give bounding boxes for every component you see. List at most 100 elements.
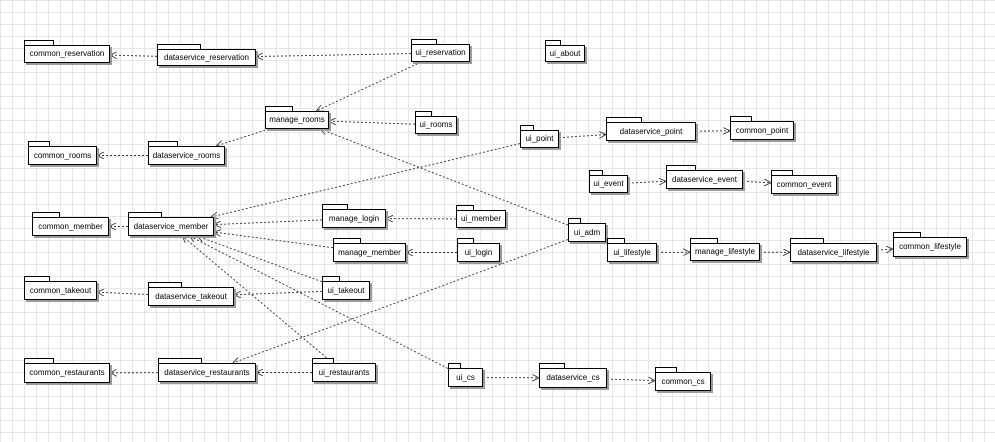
package-tab [322,276,340,282]
package-tab [148,141,178,147]
package-ui-restaurants[interactable]: ui_restaurants [312,358,376,382]
package-common-point[interactable]: common_point [730,116,794,140]
package-label: ui_adm [568,223,606,242]
package-dataservice-reservation[interactable]: dataservice_reservation [157,44,256,66]
package-tab [24,358,54,364]
dependency-manage-member-to-dataservice-member [214,232,334,249]
package-tab [545,40,561,46]
dependency-ui-point-to-dataservice-member [211,143,521,217]
package-ui-cs[interactable]: ui_cs [448,363,483,387]
package-label: ui_lifestyle [607,243,657,262]
package-label: common_takeout [24,281,97,300]
package-manage-rooms[interactable]: manage_rooms [265,106,329,129]
package-tab [690,238,718,244]
package-tab [655,367,677,373]
package-label: manage_member [333,243,406,262]
package-common-restaurants[interactable]: common_restaurants [24,358,110,383]
package-manage-login[interactable]: manage_login [322,204,386,228]
package-tab [24,40,54,46]
dependency-manage-rooms-to-dataservice-rooms [216,128,270,146]
package-tab [24,276,50,282]
package-dataservice-member[interactable]: dataservice_member [128,212,214,236]
package-label: dataservice_rooms [148,146,225,165]
package-tab [148,282,182,288]
package-label: manage_login [322,209,386,228]
package-label: ui_rooms [415,116,457,134]
package-tab [312,358,334,364]
dependency-ui-takeout-to-dataservice-member [197,236,323,283]
package-tab [28,141,50,147]
package-tab [666,165,696,171]
dependency-dataservice-lifestyle-to-common-lifestyle [876,249,893,250]
package-label: dataservice_point [606,122,696,141]
package-tab [411,39,437,45]
package-label: common_reservation [24,45,110,63]
package-ui-point[interactable]: ui_point [520,125,559,148]
package-ui-login[interactable]: ui_login [457,238,500,262]
package-tab [448,363,461,369]
package-tab [771,170,793,176]
package-label: common_point [730,121,794,140]
package-label: ui_event [589,175,628,193]
package-tab [158,358,202,364]
package-label: manage_lifestyle [690,243,760,261]
package-dataservice-takeout[interactable]: dataservice_takeout [148,282,234,306]
package-ui-lifestyle[interactable]: ui_lifestyle [607,238,657,262]
package-tab [32,212,60,218]
package-common-reservation[interactable]: common_reservation [24,40,110,63]
package-label: common_lifestyle [893,237,967,257]
package-dataservice-rooms[interactable]: dataservice_rooms [148,141,225,165]
package-label: dataservice_lifestyle [790,243,877,262]
dependency-dataservice-cs-to-common-cs [606,379,655,381]
package-tab [520,125,534,131]
package-tab [893,232,921,238]
package-ui-takeout[interactable]: ui_takeout [322,276,370,300]
dependency-ui-cs-to-dataservice-member [190,236,449,369]
package-label: common_cs [655,372,711,391]
package-common-member[interactable]: common_member [32,212,109,236]
package-label: ui_cs [448,368,483,387]
package-tab [606,117,642,123]
package-ui-member[interactable]: ui_member [456,205,506,228]
package-label: ui_point [520,130,559,148]
package-manage-member[interactable]: manage_member [333,238,406,262]
package-common-takeout[interactable]: common_takeout [24,276,97,300]
dependency-ui-adm-to-dataservice-restaurants [233,239,569,364]
package-dataservice-cs[interactable]: dataservice_cs [539,363,607,388]
package-common-cs[interactable]: common_cs [655,367,711,391]
package-label: ui_restaurants [312,363,376,382]
package-ui-reservation[interactable]: ui_reservation [411,39,470,62]
package-label: dataservice_cs [539,368,607,388]
package-label: ui_member [456,210,506,228]
package-label: manage_rooms [265,111,329,129]
package-label: common_rooms [28,146,97,165]
package-common-lifestyle[interactable]: common_lifestyle [893,232,967,257]
package-tab [568,218,581,224]
package-ui-rooms[interactable]: ui_rooms [415,111,457,134]
package-ui-about[interactable]: ui_about [545,40,585,62]
package-dataservice-lifestyle[interactable]: dataservice_lifestyle [790,238,877,262]
dependency-ui-takeout-to-dataservice-takeout [234,290,323,294]
dependency-ui-adm-to-manage-rooms [320,129,569,226]
package-label: dataservice_reservation [157,49,256,66]
package-label: common_member [32,217,109,236]
dependency-ui-reservation-to-dataservice-reservation [256,54,412,57]
package-common-event[interactable]: common_event [771,170,837,194]
package-label: common_restaurants [24,363,110,383]
package-ui-event[interactable]: ui_event [589,170,628,193]
package-label: dataservice_takeout [148,287,234,306]
package-dataservice-restaurants[interactable]: dataservice_restaurants [158,358,256,382]
dependency-dataservice-event-to-common-event [742,181,771,182]
package-dataservice-event[interactable]: dataservice_event [666,165,743,189]
dependency-ui-rooms-to-manage-rooms [329,121,416,124]
package-manage-lifestyle[interactable]: manage_lifestyle [690,238,760,261]
package-label: ui_reservation [411,44,470,62]
package-dataservice-point[interactable]: dataservice_point [606,117,696,141]
package-tab [456,205,474,211]
package-ui-adm[interactable]: ui_adm [568,218,606,242]
package-tab [265,106,293,112]
package-common-rooms[interactable]: common_rooms [28,141,97,165]
package-tab [607,238,625,244]
package-tab [539,363,565,369]
dependency-ui-reservation-to-manage-rooms [316,61,422,111]
